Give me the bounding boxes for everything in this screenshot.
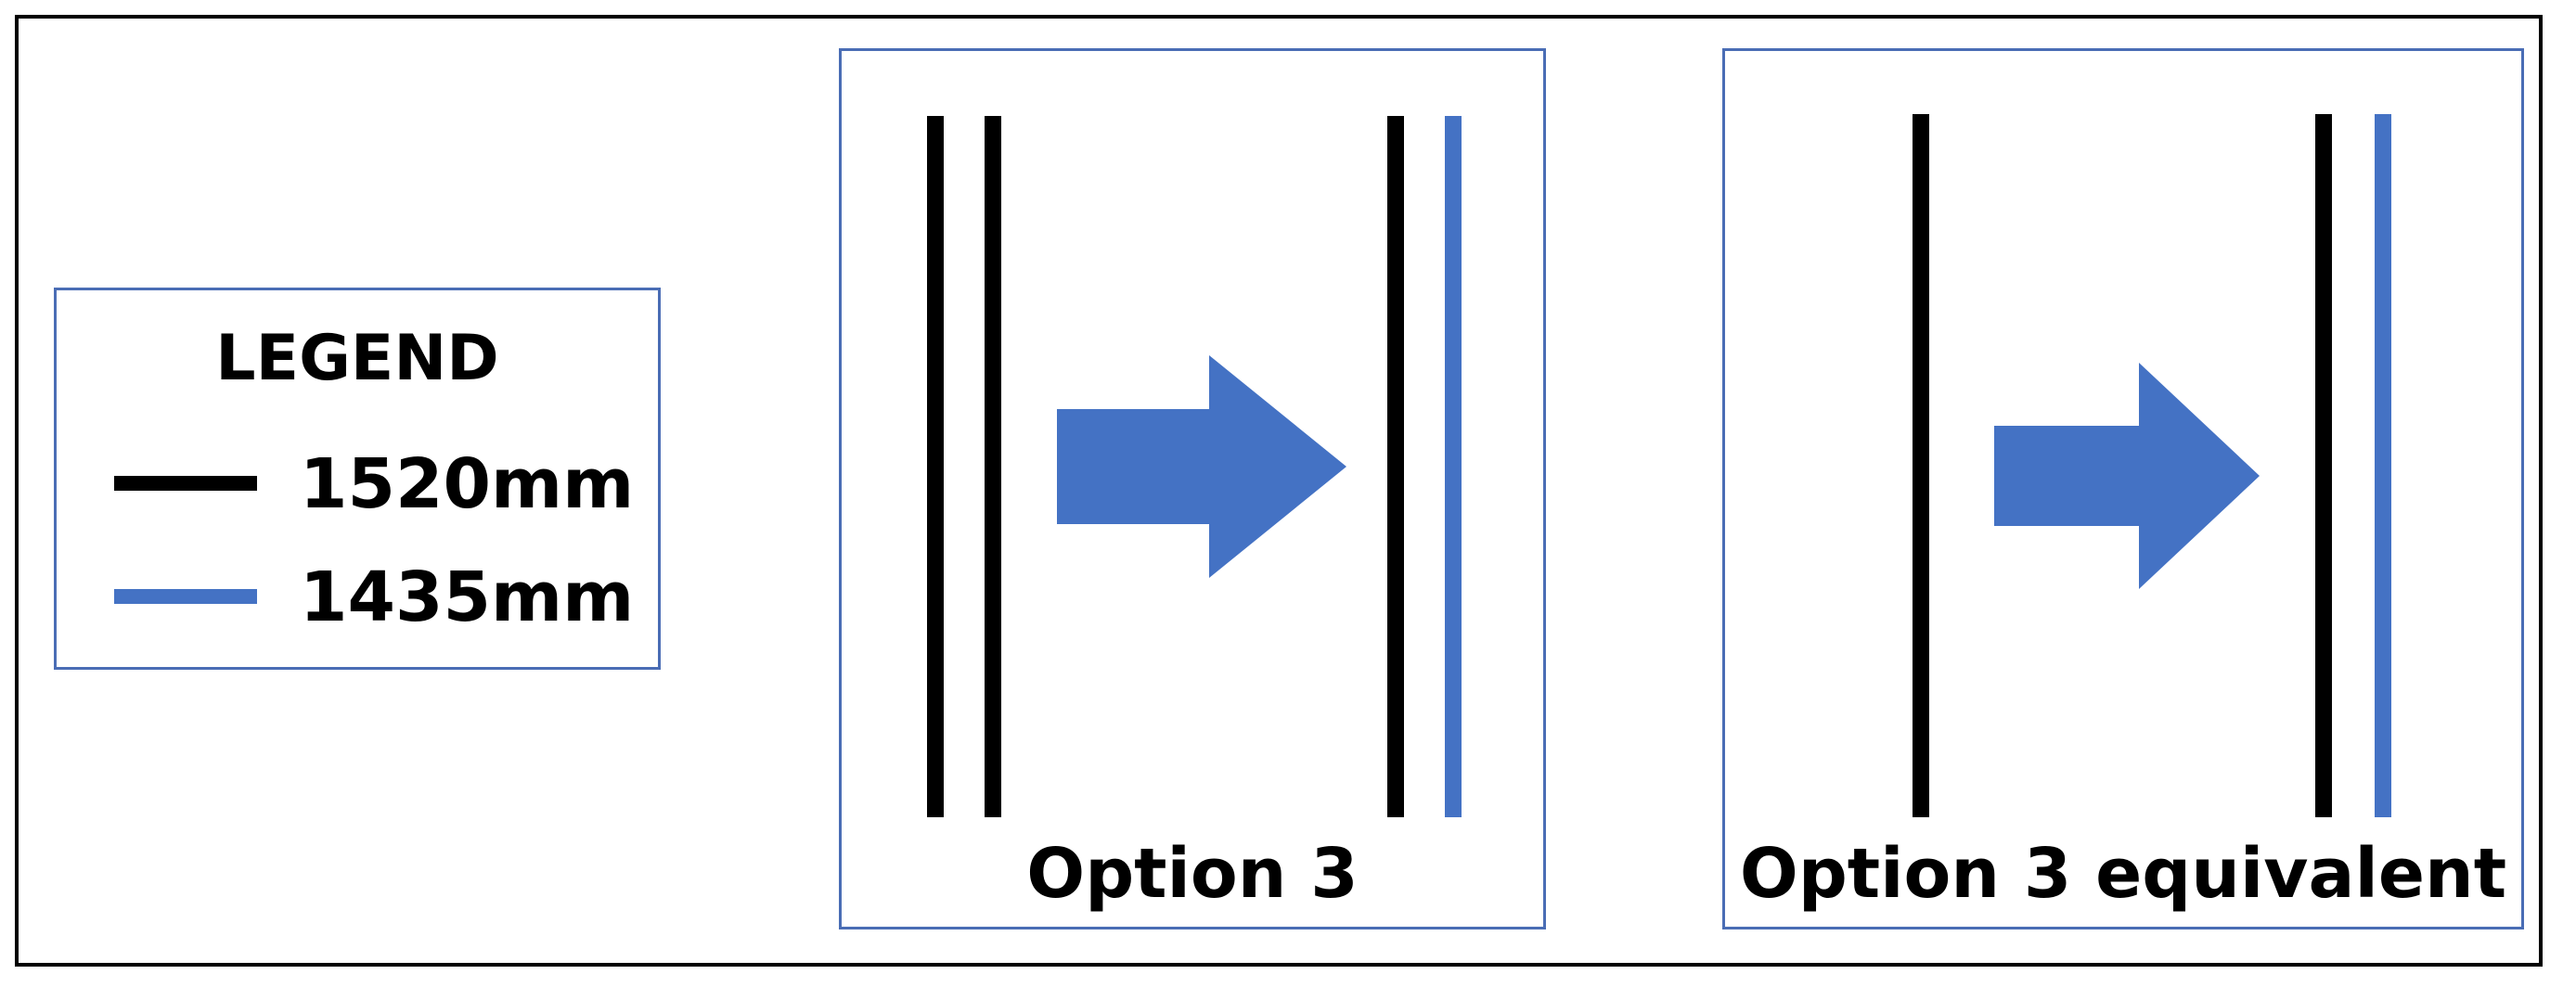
- option-3-equivalent-diagram: [1913, 114, 2391, 817]
- legend-swatch-1435mm: [114, 589, 257, 604]
- conversion-arrow: [1994, 363, 2260, 589]
- track-after-right-1435mm: [1445, 116, 1462, 817]
- legend-label-1435mm: 1435mm: [300, 558, 635, 637]
- conversion-arrow: [1057, 355, 1346, 578]
- track-after-right-1435mm: [2375, 114, 2391, 817]
- option-3-equivalent-label: Option 3 equivalent: [1739, 834, 2507, 914]
- legend-swatch-1520mm: [114, 476, 257, 491]
- option-3-diagram: [927, 116, 1462, 817]
- track-before-right-1520mm: [985, 116, 1001, 817]
- option-3-panel: Option 3: [839, 48, 1546, 929]
- legend-title: LEGEND: [215, 322, 499, 395]
- track-before-1520mm: [1913, 114, 1929, 817]
- track-after-left-1520mm: [1387, 116, 1404, 817]
- legend-panel: LEGEND 1520mm 1435mm: [54, 288, 661, 670]
- track-after-left-1520mm: [2315, 114, 2332, 817]
- option-3-equivalent-panel: Option 3 equivalent: [1722, 48, 2524, 929]
- option-3-label: Option 3: [1026, 834, 1359, 914]
- legend-label-1520mm: 1520mm: [300, 444, 635, 524]
- track-before-left-1520mm: [927, 116, 944, 817]
